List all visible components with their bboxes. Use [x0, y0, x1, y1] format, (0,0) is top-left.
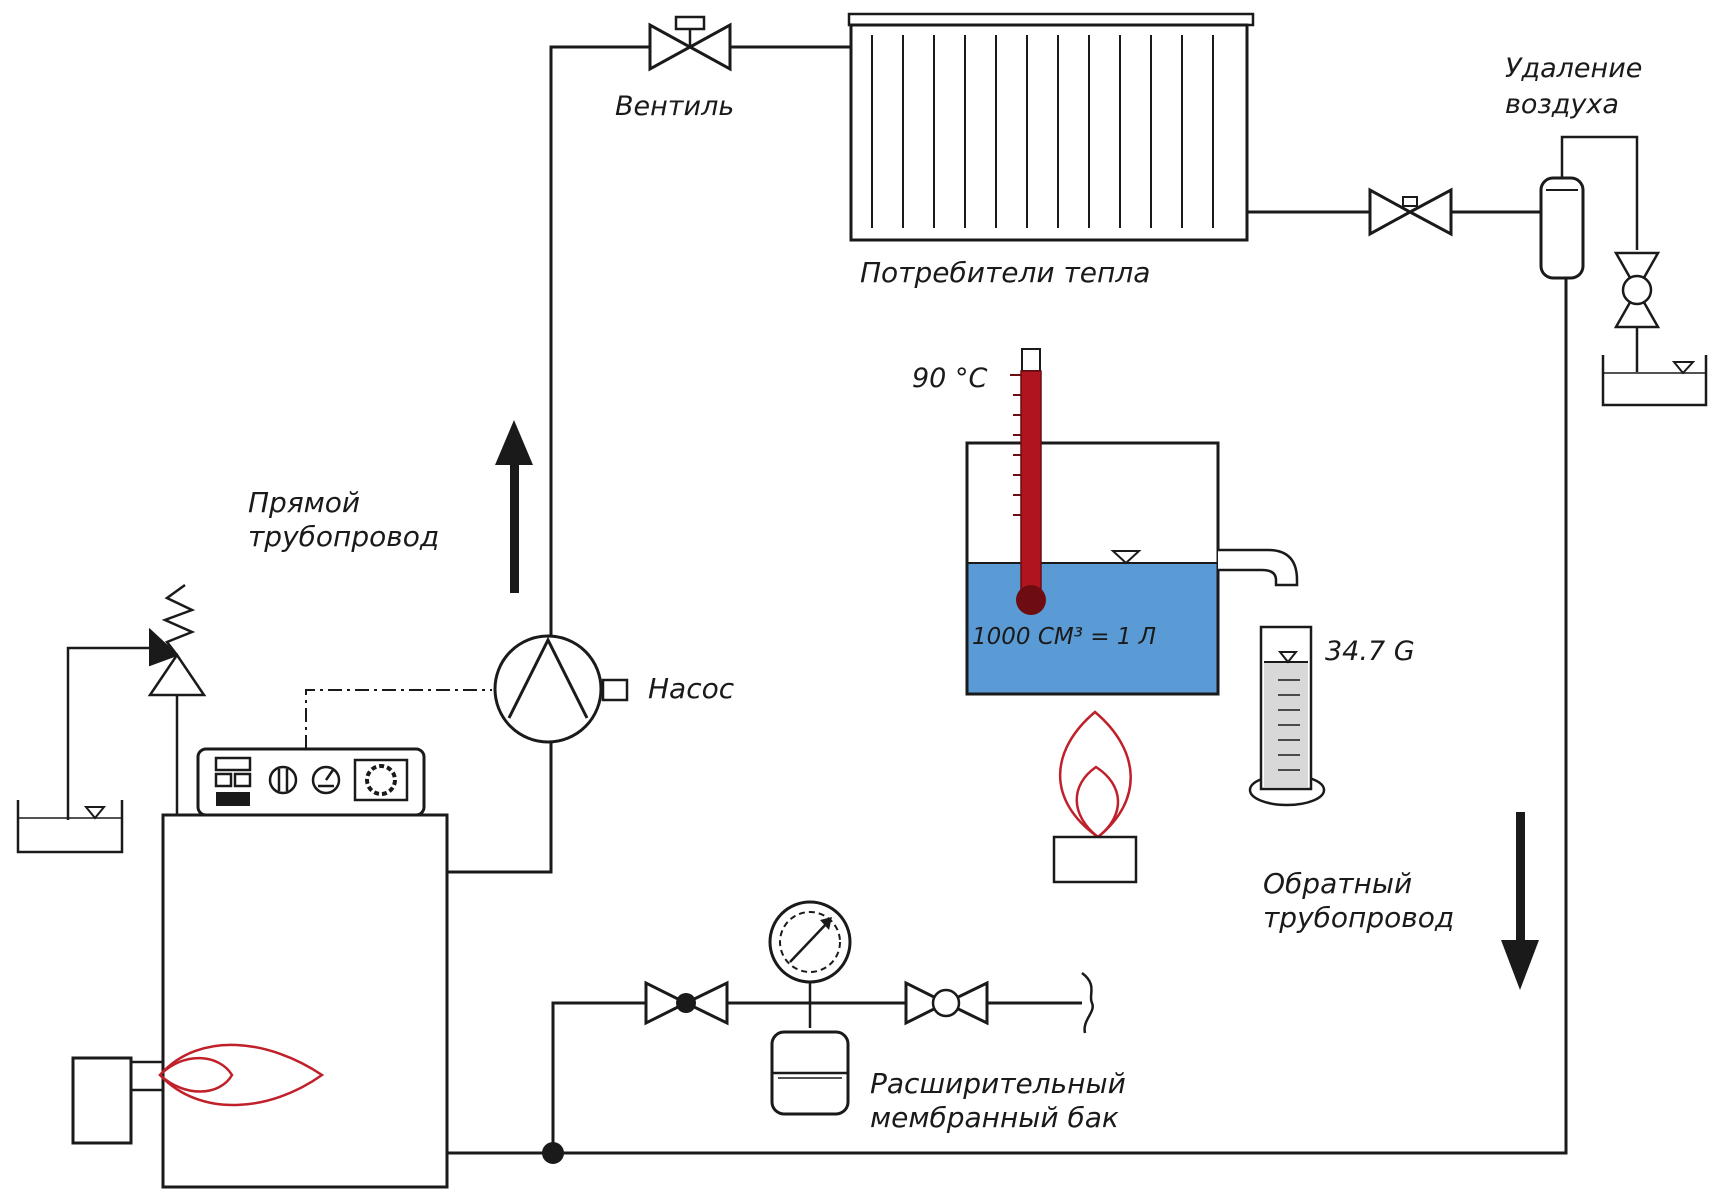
- supply-arrow-icon: [495, 420, 533, 593]
- expansion-tank-icon: [770, 1030, 850, 1116]
- air-removal-label-1: Удаление: [1505, 53, 1642, 84]
- mass-label: 34.7 G: [1325, 636, 1415, 667]
- air-vent-valve-icon: [1613, 251, 1661, 372]
- supply-label-1: Прямой: [248, 486, 360, 519]
- measuring-cylinder-icon: [1248, 625, 1326, 807]
- control-cable: [305, 689, 492, 749]
- supply-label-2: трубопровод: [248, 520, 439, 553]
- butterfly-valve-icon: [904, 980, 989, 1026]
- burner-flame-icon: [158, 1043, 325, 1107]
- radiator-icon: [847, 12, 1255, 242]
- return-arrow-icon: [1501, 812, 1539, 990]
- pressure-gauge-icon: [768, 900, 852, 1028]
- flame-icon: [1052, 710, 1138, 884]
- return-pipe: [447, 278, 1568, 1155]
- beaker-icon: [965, 441, 1299, 696]
- volume-label: 1000 СМ³ = 1 Л: [972, 624, 1156, 650]
- burner-stand: [1052, 835, 1138, 884]
- ball-valve-icon: [644, 980, 729, 1026]
- dial-icon: [268, 765, 298, 795]
- return-label-2: трубопровод: [1263, 901, 1454, 934]
- tank-label-2: мембранный бак: [870, 1101, 1119, 1134]
- control-panel: [196, 747, 426, 817]
- boiler: [71, 813, 449, 1189]
- consumers-label: Потребители тепла: [860, 256, 1150, 289]
- safety-valve: [66, 583, 207, 820]
- gate-valve-icon: [648, 15, 732, 72]
- display-icon: [365, 764, 397, 796]
- supply-pipe: [447, 45, 650, 874]
- air-removal-label-2: воздуха: [1505, 89, 1619, 120]
- pump-label: Насос: [648, 672, 735, 705]
- valve-label: Вентиль: [615, 91, 734, 122]
- drain-vessel-right: [1601, 355, 1708, 407]
- return-gate-valve-icon: [1368, 187, 1453, 237]
- pump-icon: [493, 634, 629, 744]
- thermometer-icon: [1010, 348, 1046, 615]
- gauge-dial-icon: [311, 765, 341, 795]
- drain-vessel-left: [16, 800, 124, 854]
- pipe-break: [1081, 972, 1094, 1034]
- air-separator-icon: [1539, 135, 1639, 280]
- tank-label-1: Расширительный: [870, 1067, 1126, 1100]
- temperature-label: 90 °C: [912, 363, 987, 394]
- burner-box: [71, 1056, 133, 1145]
- return-label-1: Обратный: [1263, 867, 1412, 900]
